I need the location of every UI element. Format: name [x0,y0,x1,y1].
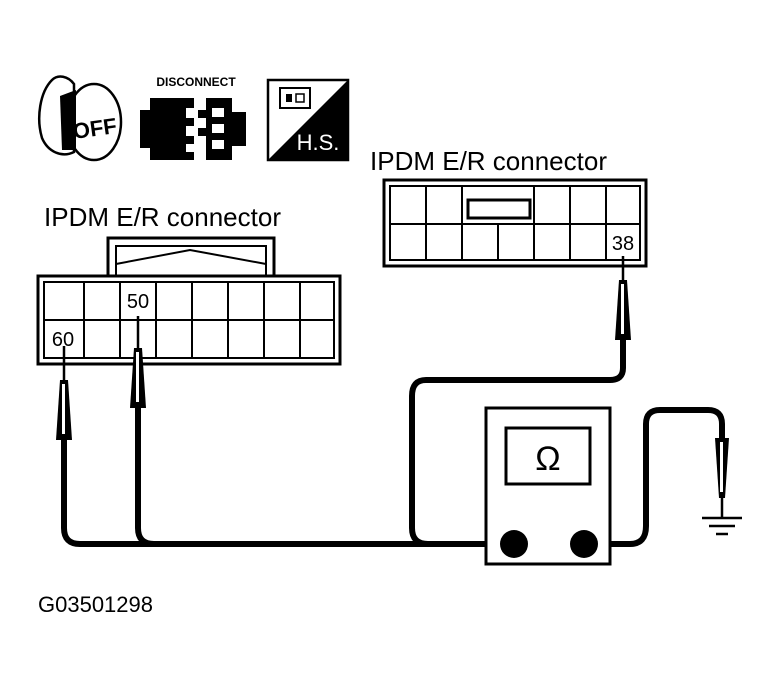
connector-disconnect-icon: DISCONNECT [140,75,246,160]
pin-50-label: 50 [127,291,149,313]
ignition-key-off-icon: OFF [38,75,123,162]
pin-60-label: 60 [52,329,74,351]
probe-pin-38 [615,256,631,340]
right-connector-title: IPDM E/R connector [370,146,607,176]
test-leads [61,337,725,547]
probe-pin-60 [56,346,72,440]
harness-connector-icon: H.S. [266,78,350,162]
meter-terminal-positive [570,530,598,558]
right-connector: 38 [382,178,648,268]
figure-id: G03501298 [38,592,153,617]
meter-terminal-negative [500,530,528,558]
disconnect-label: DISCONNECT [156,75,236,89]
ohm-symbol: Ω [535,440,560,478]
probe-pin-50 [130,316,146,408]
left-connector-title: IPDM E/R connector [44,202,281,232]
off-label: OFF [71,113,118,144]
probe-ground [715,438,729,518]
pin-38-label: 38 [612,233,634,255]
ohmmeter-icon: Ω [484,406,612,566]
ground-symbol-icon [702,516,742,536]
hs-label: H.S. [297,130,340,155]
left-connector: 50 60 [36,236,342,366]
